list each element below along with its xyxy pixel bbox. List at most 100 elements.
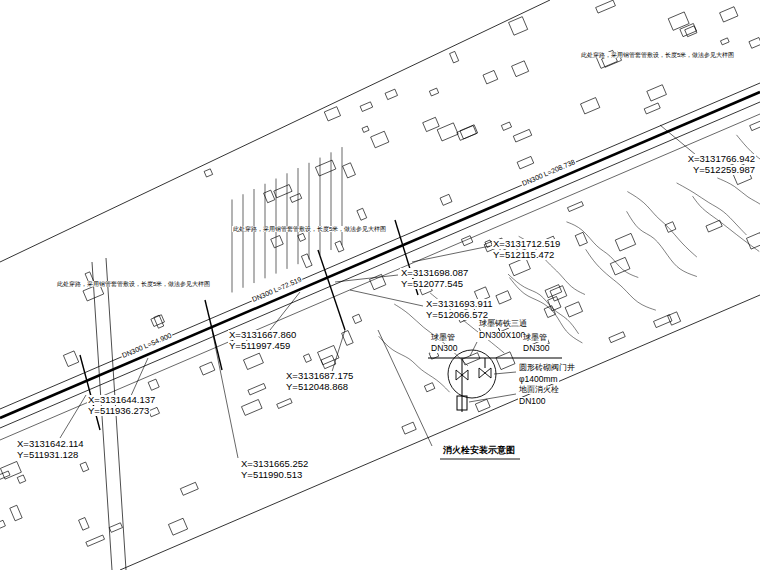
- inset-label: 球墨管: [522, 334, 548, 342]
- building-outline: [360, 102, 373, 112]
- building-outline: [290, 193, 302, 202]
- building-outline: [10, 505, 22, 521]
- coordinate-label: Y=511936.273: [87, 406, 150, 416]
- building-outline: [0, 461, 21, 479]
- inset-label: 球墨铸铁三通: [478, 320, 528, 328]
- building-outline: [243, 353, 263, 369]
- branch-pipe: [318, 250, 345, 330]
- branch-pipe: [80, 355, 100, 430]
- building-outline: [509, 258, 530, 276]
- building-outline: [0, 471, 10, 482]
- building-outline: [0, 520, 5, 529]
- building-outline: [668, 312, 681, 325]
- building-outline: [720, 7, 738, 22]
- terrain-line: [566, 222, 638, 278]
- inset-pipe: [428, 357, 562, 358]
- leader-line: [60, 395, 86, 438]
- leader-line: [412, 246, 490, 262]
- building-outline: [385, 89, 398, 99]
- building-outline: [298, 233, 306, 241]
- coordinate-label: X=3131766.942: [687, 154, 756, 164]
- road-edge: [0, 114, 760, 440]
- building-outline: [461, 236, 472, 246]
- parcel-line: [243, 194, 244, 288]
- building-outline: [315, 160, 335, 176]
- coordinate-label: Y=511997.459: [228, 341, 291, 351]
- inset-label: 球墨管: [430, 334, 456, 342]
- building-outline: [517, 156, 534, 169]
- map-boundary: [0, 0, 550, 262]
- building-outline: [241, 399, 262, 415]
- building-outline: [548, 296, 561, 310]
- coordinate-label: Y=512115.472: [492, 250, 555, 260]
- crossing-note: 此处穿路，采用钢管套管敷设，长度5米，做法参见大样图: [580, 52, 735, 58]
- building-outline: [151, 315, 165, 327]
- building-outline: [63, 351, 78, 367]
- building-outline: [352, 314, 361, 323]
- building-outline: [362, 126, 369, 132]
- valve-well-symbol: [448, 350, 496, 398]
- leader-line: [270, 292, 300, 330]
- building-outline: [545, 285, 562, 298]
- coordinate-label: X=3131698.087: [400, 268, 469, 278]
- building-outline: [644, 103, 660, 114]
- building-outline: [720, 38, 729, 45]
- building-outline: [17, 475, 26, 483]
- terrain-line: [627, 211, 697, 276]
- leader-line: [350, 290, 423, 306]
- coordinate-label: Y=511931.128: [16, 450, 79, 460]
- building-outline: [274, 185, 292, 198]
- building-outline: [654, 315, 672, 328]
- building-outline: [567, 202, 583, 212]
- building-outline: [647, 85, 667, 101]
- building-outline: [581, 98, 600, 114]
- crossing-note: 此处穿路，采用钢管套管敷设，长度5米，做法参见大样图: [232, 226, 387, 232]
- building-outline: [706, 220, 722, 232]
- leader-line: [494, 372, 516, 374]
- coordinate-label: Y=512259.987: [692, 165, 756, 175]
- parcel-line: [331, 152, 332, 250]
- building-outline: [301, 254, 312, 268]
- pipe-label: DN300 L=208.738: [520, 158, 577, 188]
- parcel-line: [298, 168, 299, 264]
- terrain-line: [693, 196, 760, 251]
- map-boundary: [120, 295, 760, 570]
- inset-label: DN300: [430, 344, 458, 353]
- parcel-line: [232, 199, 233, 292]
- building-outline: [615, 233, 635, 251]
- coordinate-label: X=3131712.519: [492, 239, 561, 249]
- building-outline: [750, 120, 760, 130]
- building-outline: [680, 23, 697, 36]
- coordinate-label: X=3131644.137: [87, 395, 156, 405]
- building-outline: [79, 518, 90, 531]
- inset-label: φ1400mm: [518, 375, 559, 384]
- building-outline: [501, 122, 511, 130]
- terrain-line: [717, 178, 760, 234]
- inset-label: 圆形砖砌阀门井: [518, 364, 576, 372]
- building-outline: [324, 107, 340, 121]
- water-main-pipe: [0, 92, 760, 418]
- building-outline: [550, 286, 567, 301]
- building-outline: [512, 61, 529, 77]
- parcel-line: [254, 189, 255, 283]
- building-outline: [200, 362, 215, 375]
- building-outline: [148, 379, 159, 390]
- coordinate-label: X=3131693.911: [425, 299, 494, 309]
- building-outline: [450, 51, 459, 63]
- building-outline: [248, 383, 266, 395]
- leader-line: [469, 394, 516, 402]
- parcel-line: [309, 163, 310, 260]
- inset-title: 消火栓安装示意图: [442, 446, 516, 455]
- building-outline: [168, 518, 187, 535]
- valve-symbol: [456, 370, 468, 380]
- coordinate-label: Y=512077.545: [400, 279, 464, 289]
- building-outline: [665, 222, 676, 233]
- coordinate-label: X=3131665.252: [240, 459, 309, 469]
- coordinate-label: Y=512066.572: [425, 310, 489, 320]
- building-outline: [424, 383, 434, 392]
- coordinate-label: X=3131667.860: [228, 330, 297, 340]
- building-outline: [80, 462, 89, 472]
- inset-label: DN300X100: [478, 331, 526, 340]
- title-underline: [440, 459, 520, 460]
